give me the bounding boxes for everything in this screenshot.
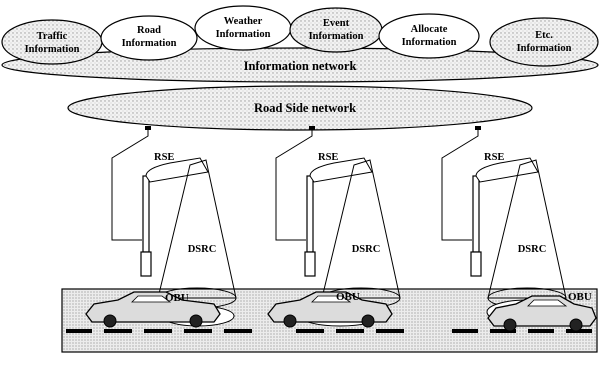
road-side-network: Road Side network: [67, 85, 533, 131]
info-source-event: Event Information: [289, 7, 383, 53]
car-body-3: [487, 295, 597, 327]
obu-label-3: OBU: [568, 291, 592, 303]
info-source-traffic: Traffic Information: [1, 19, 103, 65]
info-source-weather: Weather Information: [194, 5, 292, 51]
obu-label-1: OBU: [165, 292, 189, 304]
svg-text:Etc.: Etc.: [535, 30, 553, 41]
svg-text:Weather: Weather: [224, 16, 263, 27]
rse-unit-3: RSE DSRC: [441, 126, 567, 309]
road-side-network-label: Road Side network: [254, 101, 356, 115]
svg-text:Information: Information: [309, 31, 364, 42]
info-source-etc: Etc. Information: [489, 17, 599, 67]
information-network-label: Information network: [244, 59, 357, 73]
svg-text:Information: Information: [402, 37, 457, 48]
svg-text:Event: Event: [323, 18, 350, 29]
svg-text:Information: Information: [122, 38, 177, 49]
obu-label-2: OBU: [336, 291, 360, 303]
rse-pole-1: [142, 175, 150, 253]
svg-text:Allocate: Allocate: [411, 24, 448, 35]
svg-text:Traffic: Traffic: [37, 31, 68, 42]
dsrc-beam-3: [487, 159, 567, 299]
rse-pole-3: [472, 175, 480, 253]
rse-pole-2: [306, 175, 314, 253]
vehicle-1: OBU: [85, 291, 235, 328]
dsrc-label-3: DSRC: [518, 244, 547, 255]
info-source-allocate: Allocate Information: [378, 13, 480, 59]
car-body-2: [267, 291, 393, 323]
rse-cable-1: [111, 128, 149, 241]
info-source-road: Road Information: [100, 15, 198, 61]
svg-text:Information: Information: [25, 44, 80, 55]
rse-label-2: RSE: [318, 152, 338, 163]
rse-unit-1: RSE DSRC: [111, 126, 237, 309]
svg-text:Information: Information: [517, 43, 572, 54]
dsrc-beam-1: [157, 159, 237, 299]
rse-label-1: RSE: [154, 152, 174, 163]
road-side-network-ellipse: [67, 85, 533, 131]
rse-label-3: RSE: [484, 152, 504, 163]
svg-text:Information: Information: [216, 29, 271, 40]
rse-cable-3: [441, 128, 479, 241]
lane-markings: [66, 329, 592, 333]
car-body-1: [85, 291, 221, 323]
dsrc-label-1: DSRC: [188, 244, 217, 255]
svg-text:Road: Road: [137, 25, 161, 36]
vehicle-2: OBU: [267, 291, 393, 328]
dsrc-label-2: DSRC: [352, 244, 381, 255]
rse-cable-2: [275, 128, 313, 241]
vehicle-3: OBU: [486, 291, 597, 332]
info-sources: Traffic Information Road Information Wea…: [1, 5, 599, 67]
rse-unit-2: RSE DSRC: [275, 126, 401, 309]
dsrc-beam-2: [321, 159, 401, 299]
